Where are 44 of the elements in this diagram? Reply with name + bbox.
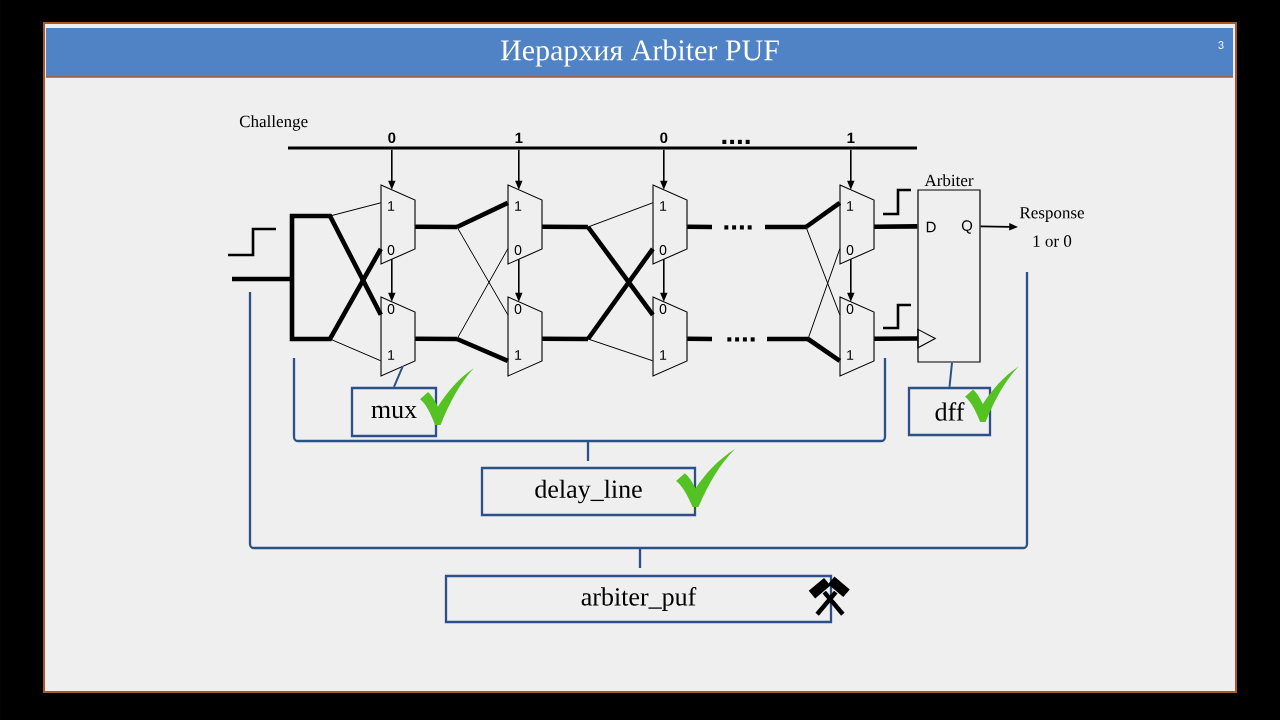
wire — [456, 336, 509, 363]
page-number: 3 — [1218, 41, 1224, 49]
wire — [289, 213, 383, 316]
signal-label: Response 1 or 0 — [1019, 207, 1084, 247]
wire — [587, 202, 654, 228]
wire — [329, 338, 382, 362]
leader-line — [393, 365, 404, 388]
wire — [804, 200, 842, 229]
wire — [805, 226, 841, 316]
edge-label: 0 — [386, 131, 397, 145]
node-label: Challenge — [239, 115, 308, 131]
wire — [874, 224, 918, 230]
wire — [542, 224, 588, 230]
wire — [456, 248, 509, 340]
node-label: Arbiter — [924, 174, 974, 187]
arbiter-block: Arbiter D Q — [917, 174, 981, 363]
wire — [456, 226, 509, 316]
ellipsis: .... — [727, 337, 755, 342]
edge-label: 0 — [658, 131, 669, 145]
module-box: delay_line — [480, 466, 697, 517]
wire — [687, 224, 713, 230]
wire — [415, 224, 457, 230]
wire — [687, 336, 713, 342]
ellipsis: .... — [722, 139, 750, 144]
module-box: dff — [907, 386, 992, 437]
module-box: arbiter_puf — [444, 574, 833, 624]
edge-label: 1 — [513, 131, 524, 145]
wire — [232, 276, 292, 282]
wire — [765, 224, 806, 230]
module-box: mux — [350, 386, 438, 438]
wire — [542, 336, 589, 342]
wire — [586, 247, 655, 341]
wire — [807, 248, 841, 340]
wire — [806, 337, 842, 363]
edge-label: 1 — [845, 131, 856, 145]
wire — [289, 247, 383, 342]
leader-line — [948, 361, 953, 388]
wire — [586, 225, 655, 317]
wire — [767, 336, 808, 342]
wire — [415, 336, 458, 342]
wire — [587, 338, 654, 362]
wire — [329, 202, 382, 217]
ellipsis: .... — [724, 225, 752, 230]
wire — [456, 200, 509, 230]
